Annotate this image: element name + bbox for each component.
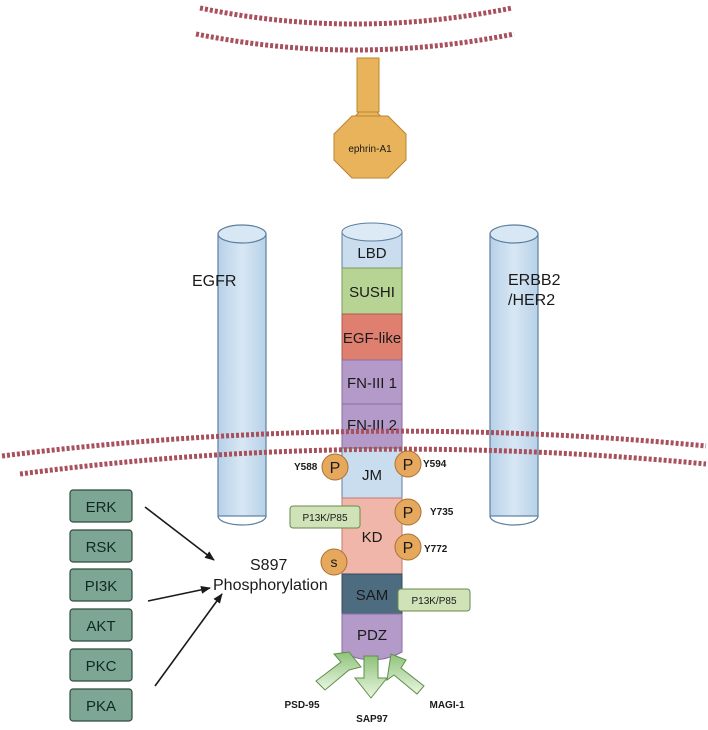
site-y735-label: Y735 [430, 507, 454, 518]
kinase-akt-label: AKT [86, 618, 115, 635]
ephrin-a1-label: ephrin-A1 [348, 144, 392, 155]
magi1-label: MAGI-1 [430, 700, 465, 711]
sap97-arrow [353, 655, 389, 699]
kd-binder: P13K/P85 [289, 505, 361, 529]
phospho-s897-symbol: s [331, 554, 338, 570]
psd95-label: PSD-95 [284, 700, 319, 711]
kinase-pkc-label: PKC [86, 658, 117, 675]
sushi-domain-label: SUSHI [349, 284, 395, 301]
epha2-domain-stack: LBD SUSHI EGF-like FN-III 1 FN-III 2 JM … [341, 222, 403, 661]
sam-domain-label: SAM [356, 587, 389, 604]
kinase-rsk-label: RSK [86, 539, 117, 556]
jm-domain-label: JM [362, 467, 382, 484]
pdz-domain-label: PDZ [357, 627, 387, 644]
s897-label: S897 [250, 557, 287, 574]
sam-binder: P13K/P85 [397, 588, 471, 612]
sap97-label: SAP97 [356, 714, 388, 725]
kinase-erk: ERK [69, 489, 133, 523]
pka-to-s897-arrow [154, 593, 223, 687]
lbd-cap [341, 222, 403, 242]
kinase-pi3k-label: PI3K [85, 578, 118, 595]
kinase-pi3k: PI3K [69, 568, 133, 602]
phospho-y594: P [394, 450, 422, 478]
fn3-2-domain-label: FN-III 2 [347, 417, 397, 434]
kinase-pka-label: PKA [86, 698, 116, 715]
kinase-rsk: RSK [69, 529, 133, 563]
fn-iii-1-domain [341, 359, 403, 405]
fn3-1-domain-label: FN-III 1 [347, 375, 397, 392]
sushi-domain [341, 267, 403, 315]
plasma-membrane [1, 428, 707, 477]
phospho-y735-symbol: P [403, 505, 414, 522]
phosphorylation-label: Phosphorylation [213, 577, 328, 594]
phospho-y594-symbol: P [403, 457, 414, 474]
kinase-erk-label: ERK [86, 499, 117, 516]
site-y588-label: Y588 [294, 462, 318, 473]
egf-like-domain-label: EGF-like [343, 330, 401, 347]
phospho-y588-symbol: P [330, 460, 341, 477]
kinase-akt: AKT [69, 608, 133, 642]
site-y772-label: Y772 [424, 544, 448, 555]
fn-iii-2-domain [341, 403, 403, 449]
kd-domain-label: KD [362, 529, 383, 546]
egfr-receptor [217, 224, 267, 526]
kd-binder-label: P13K/P85 [302, 513, 347, 524]
erbb2-label: ERBB2 [508, 272, 561, 289]
kinase-pkc: PKC [69, 648, 133, 682]
sam-binder-label: P13K/P85 [411, 596, 456, 607]
ephrin-a1-ligand: ephrin-A1 [333, 57, 407, 179]
phospho-y772: P [394, 533, 422, 561]
phospho-y588: P [321, 453, 349, 481]
erbb2-receptor [489, 224, 539, 526]
top-membrane [195, 5, 515, 53]
her2-label: /HER2 [508, 292, 555, 309]
egfr-label: EGFR [192, 273, 236, 290]
phospho-y772-symbol: P [403, 540, 414, 557]
phospho-s897: s [320, 548, 348, 576]
lbd-domain-label: LBD [357, 245, 386, 262]
psd95-arrow [315, 651, 362, 691]
egf-like-domain [341, 313, 403, 361]
kinase-pka: PKA [69, 688, 133, 722]
site-y594-label: Y594 [423, 459, 447, 470]
erk-to-s897-arrow [144, 506, 215, 561]
jm-domain [341, 447, 403, 499]
phospho-y735: P [394, 498, 422, 526]
magi1-arrow [386, 653, 425, 695]
pi3k-to-s897-arrow [147, 585, 211, 602]
